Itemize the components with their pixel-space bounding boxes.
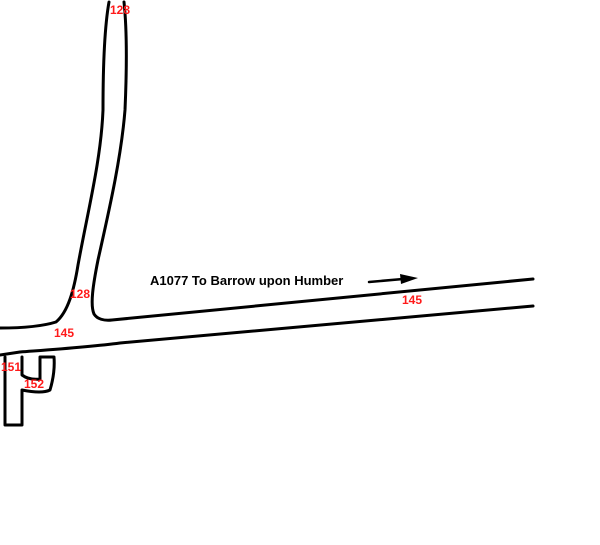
road-number-145-east: 145 [402, 293, 423, 307]
road-number-152: 152 [24, 377, 45, 391]
direction-sign-text: A1077 To Barrow upon Humber [150, 273, 344, 288]
road-145-south-edge [0, 304, 535, 357]
road-number-151: 151 [1, 360, 22, 374]
right-arrow-icon [367, 274, 418, 284]
road-128-west-edge [0, 0, 111, 330]
road-number-128-top: 128 [110, 3, 131, 17]
road-number-145-junction: 145 [54, 326, 75, 340]
road-128-east-edge [90, 0, 535, 322]
road-number-128-junction: 128 [70, 287, 91, 301]
road-151-152-outline [3, 355, 56, 427]
